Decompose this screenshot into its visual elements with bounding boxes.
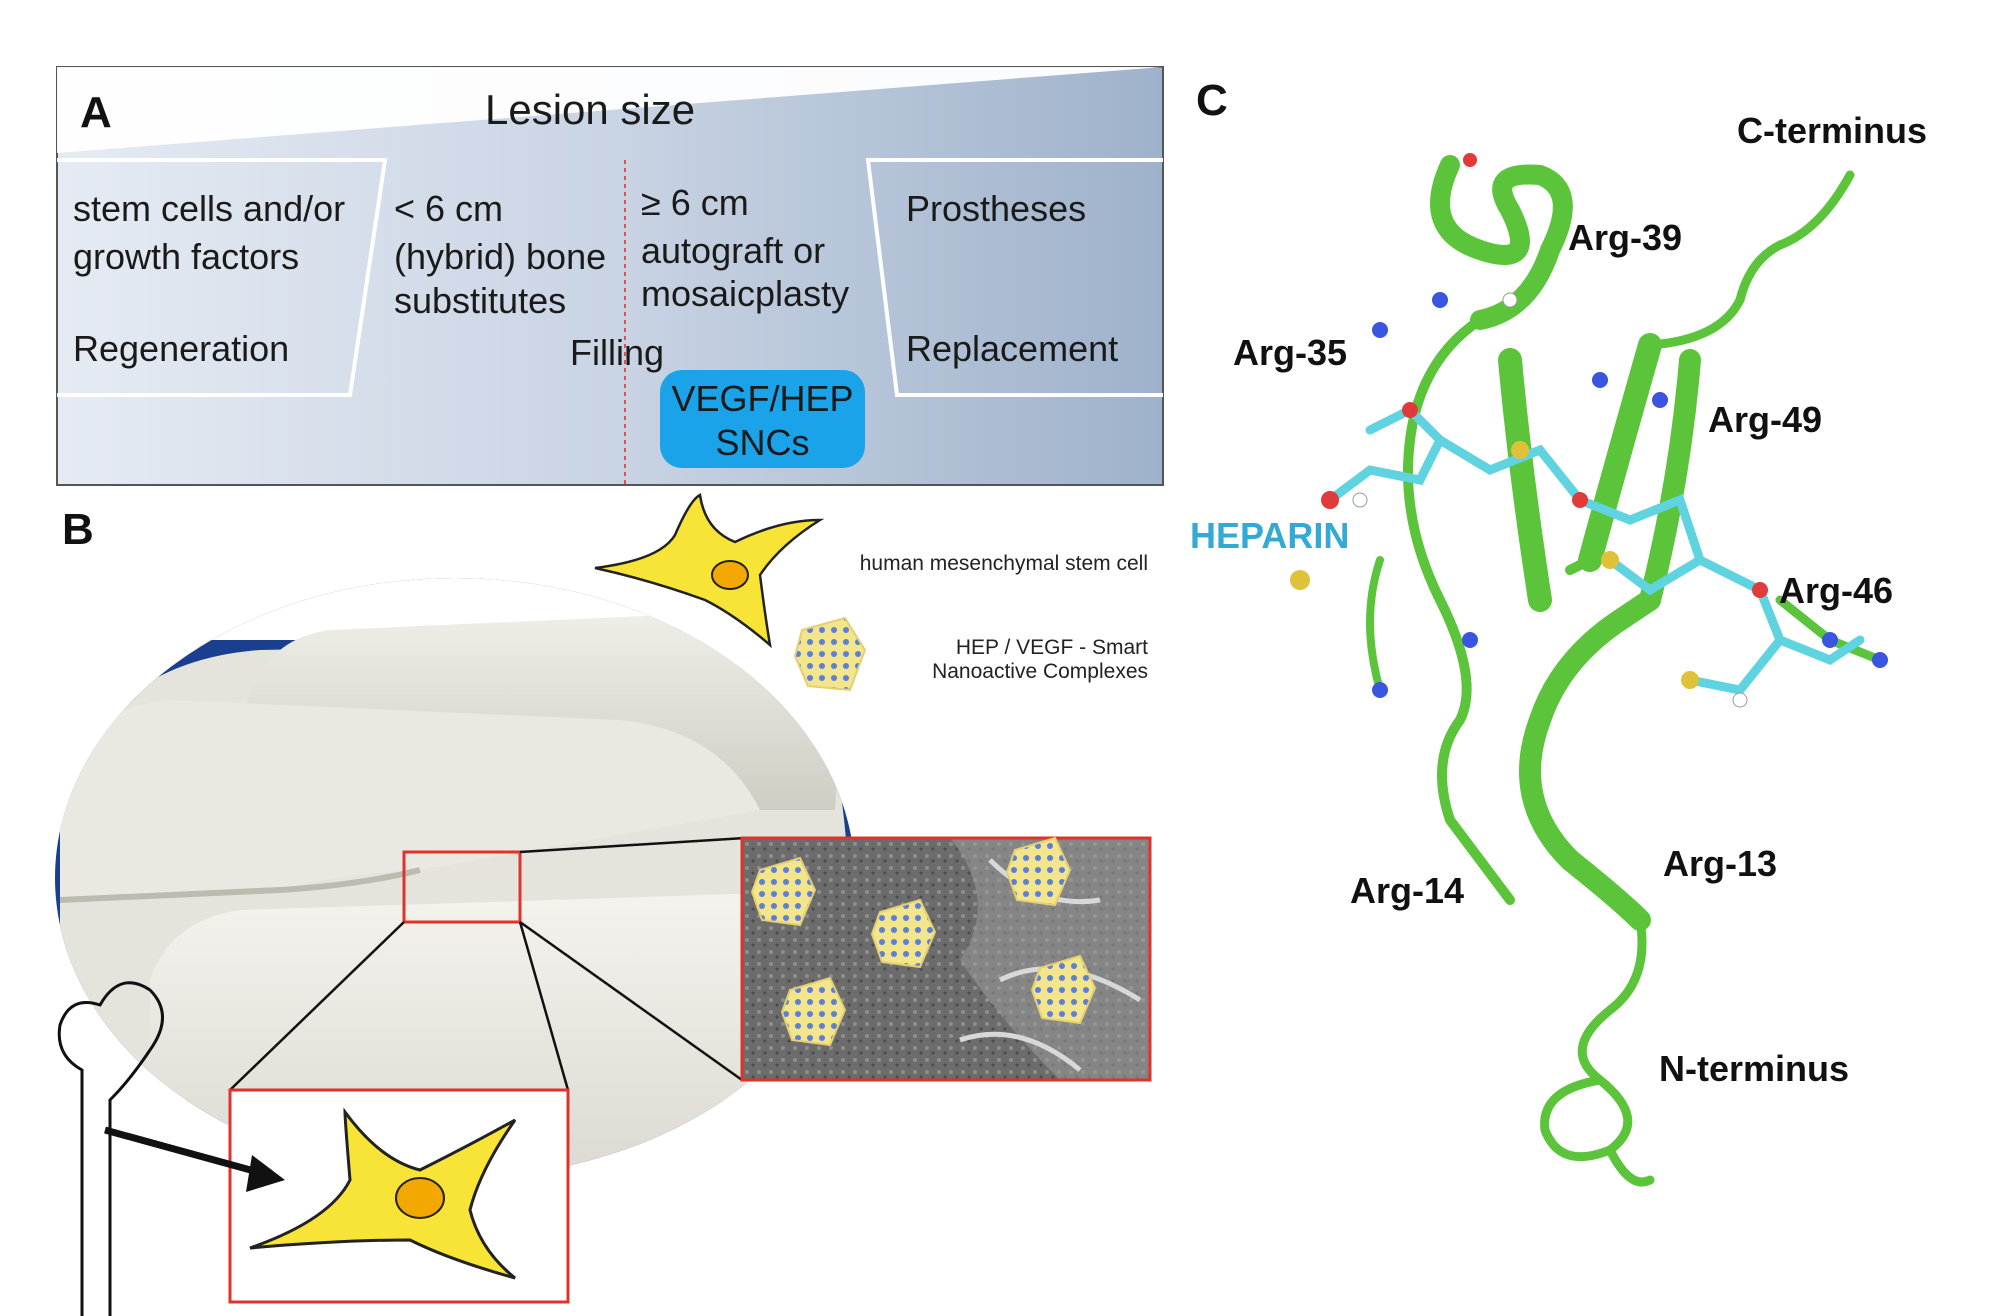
protein-structure: [1290, 153, 1888, 1187]
nanocomplex-particle: [750, 856, 817, 927]
column-2-line-1: < 6 cm: [394, 188, 504, 229]
arg39-label: Arg-39: [1568, 217, 1683, 258]
c-terminus-label: C-terminus: [1737, 110, 1928, 151]
column-4-strategy: Replacement: [906, 328, 1119, 369]
panel-a-letter: A: [80, 88, 112, 137]
column-3-line-3: mosaicplasty: [641, 273, 850, 314]
column-frame-right: [865, 158, 1163, 397]
filling-label: Filling: [570, 332, 665, 373]
n-terminus-label: N-terminus: [1659, 1048, 1850, 1089]
nanocomplex-particle: [1030, 954, 1097, 1025]
heparin-label: HEPARIN: [1190, 515, 1350, 556]
stem-cell-large: [249, 1107, 517, 1280]
column-frame-left: [57, 158, 388, 397]
column-1-line-1: stem cells and/or: [73, 188, 346, 229]
column-4-line-1: Prostheses: [906, 188, 1087, 229]
nanocomplex-particle: [1005, 836, 1072, 907]
column-3-line-2: autograft or: [641, 230, 826, 271]
badge-line-1: VEGF/HEP: [671, 378, 854, 419]
stem-cell-icon: [594, 493, 825, 649]
legend-nanocomplex-label-1: HEP / VEGF - Smart: [955, 636, 1148, 659]
zoom-region-box: [402, 850, 522, 924]
scaffold-photo: [55, 578, 855, 1178]
column-2-line-2: (hybrid) bone: [394, 236, 607, 277]
nanocomplex-particle: [780, 976, 847, 1047]
badge-box: [660, 370, 865, 468]
arrow-icon: [104, 1126, 285, 1192]
arg14-label: Arg-14: [1350, 870, 1465, 911]
column-3-line-1: ≥ 6 cm: [641, 182, 749, 223]
column-2-line-3: substitutes: [394, 280, 567, 321]
nanocomplex-icon: [793, 616, 867, 692]
arg35-label: Arg-35: [1233, 332, 1348, 373]
legend-stem-cell-label: human mesenchymal stem cell: [859, 552, 1148, 575]
badge-line-2: SNCs: [715, 422, 810, 463]
lesion-size-wedge: [57, 67, 1163, 153]
femur-icon: [57, 981, 164, 1316]
arg49-label: Arg-49: [1708, 399, 1823, 440]
nanocomplex-particle: [870, 898, 937, 969]
panel-b-letter: B: [62, 505, 94, 554]
panel-b-graphic: [55, 493, 1152, 1316]
sem-micrograph: [740, 836, 1152, 1082]
panel-c-letter: C: [1196, 76, 1228, 125]
arg46-label: Arg-46: [1779, 570, 1894, 611]
arg13-label: Arg-13: [1663, 843, 1778, 884]
atom-markers: [1290, 153, 1888, 708]
column-1-strategy: Regeneration: [73, 328, 290, 369]
panel-a-graphic: [56, 66, 1164, 486]
lesion-size-header: Lesion size: [485, 86, 696, 133]
column-1-line-2: growth factors: [73, 236, 300, 277]
legend-nanocomplex-label-2: Nanoactive Complexes: [932, 660, 1148, 683]
